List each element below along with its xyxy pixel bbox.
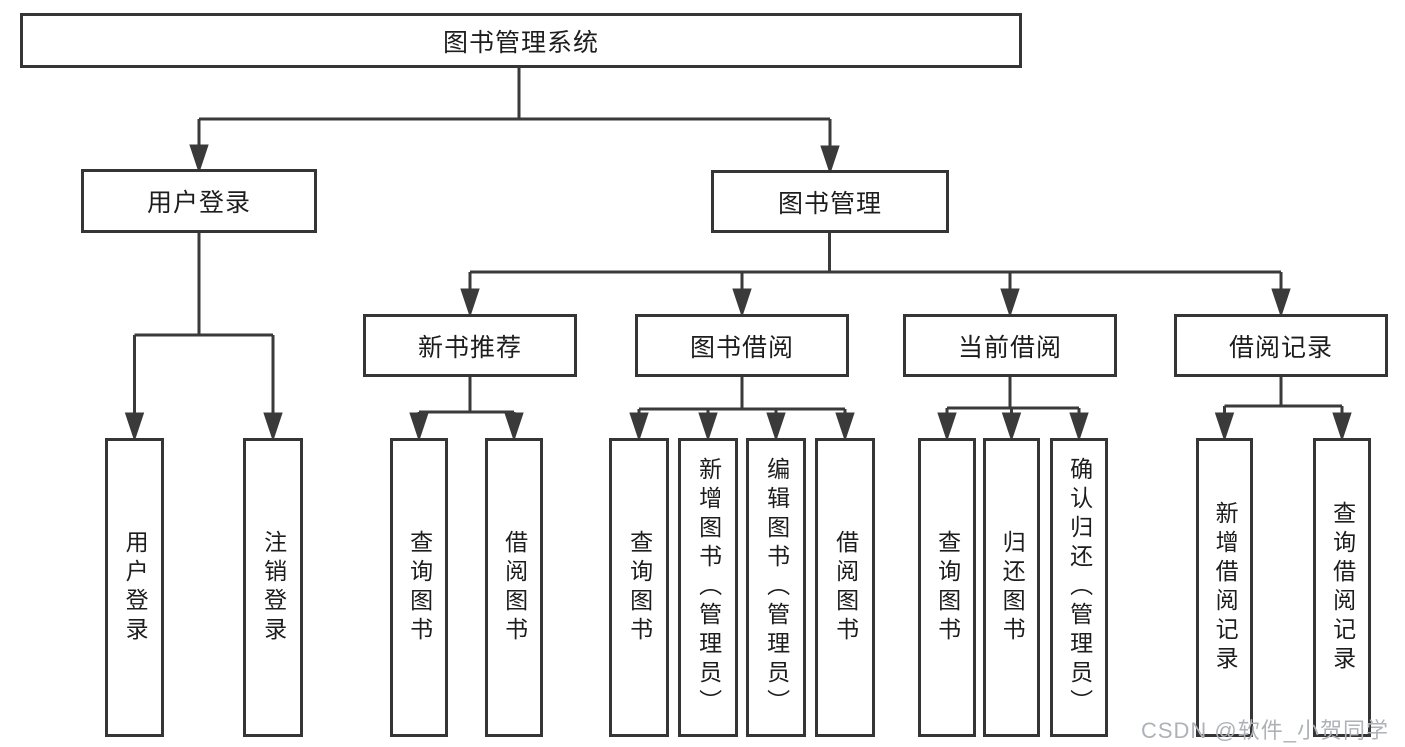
leaf-borrow-books: 借阅图书 xyxy=(815,438,875,737)
node-label: 借阅图书 xyxy=(832,529,859,646)
node-label: 用户登录 xyxy=(122,529,149,646)
node-label: 新增借阅记录 xyxy=(1212,500,1239,675)
leaf-borrow-books-recommend: 借阅图书 xyxy=(485,438,543,737)
node-label: 查询图书 xyxy=(934,529,961,646)
node-label: 图书借阅 xyxy=(689,333,794,362)
node-label: 确认归还（管理员） xyxy=(1066,457,1093,718)
node-label: 借阅记录 xyxy=(1228,333,1333,362)
leaf-logout: 注销登录 xyxy=(243,438,303,737)
leaf-query-books-recommend: 查询图书 xyxy=(390,438,448,737)
leaf-query-books-current: 查询图书 xyxy=(918,438,976,737)
csdn-watermark: CSDN @软件_小贺同学 xyxy=(1140,718,1389,743)
node-label: 查询图书 xyxy=(406,529,433,646)
node-current-borrowing: 当前借阅 xyxy=(903,314,1117,377)
leaf-query-books-borrowing: 查询图书 xyxy=(609,438,669,737)
leaf-confirm-return-admin: 确认归还（管理员） xyxy=(1050,438,1108,737)
node-label: 用户登录 xyxy=(146,189,251,217)
leaf-add-book-admin: 新增图书（管理员） xyxy=(678,438,738,737)
node-label: 图书管理 xyxy=(777,189,882,218)
node-user-login: 用户登录 xyxy=(81,169,317,233)
node-new-book-recommend: 新书推荐 xyxy=(363,314,577,377)
leaf-add-borrow-record: 新增借阅记录 xyxy=(1196,438,1253,737)
node-label: 新增图书（管理员） xyxy=(695,457,722,718)
node-label: 查询借阅记录 xyxy=(1329,500,1356,675)
node-borrow-records: 借阅记录 xyxy=(1174,314,1388,377)
node-label: 编辑图书（管理员） xyxy=(763,457,790,718)
leaf-user-login: 用户登录 xyxy=(105,438,164,737)
node-label: 当前借阅 xyxy=(957,333,1062,362)
leaf-return-book: 归还图书 xyxy=(983,438,1040,737)
node-label: 图书管理系统 xyxy=(442,28,599,57)
node-label: 归还图书 xyxy=(999,529,1026,646)
node-library-management-system: 图书管理系统 xyxy=(20,13,1022,68)
node-book-management: 图书管理 xyxy=(711,170,949,233)
node-label: 新书推荐 xyxy=(417,333,522,362)
node-label: 注销登录 xyxy=(260,529,287,646)
node-label: 查询图书 xyxy=(626,529,653,646)
leaf-query-borrow-record: 查询借阅记录 xyxy=(1313,438,1371,737)
leaf-edit-book-admin: 编辑图书（管理员） xyxy=(746,438,806,737)
node-book-borrowing: 图书借阅 xyxy=(635,314,849,377)
node-label: 借阅图书 xyxy=(501,529,528,646)
